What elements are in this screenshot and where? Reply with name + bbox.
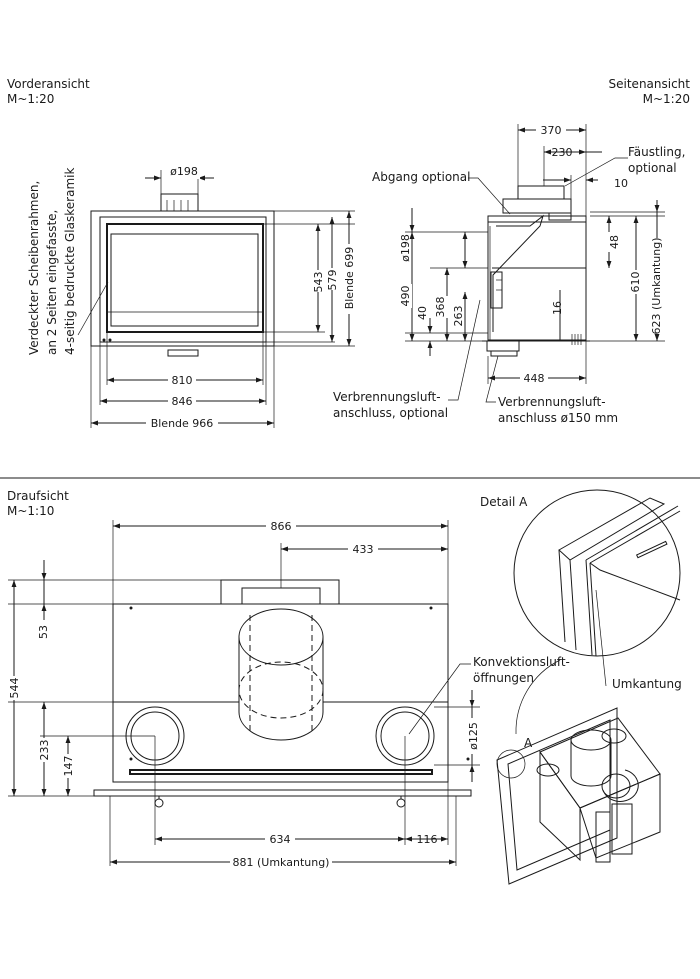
top-view-title: Draufsicht	[7, 489, 69, 503]
dim-top-125: ø125	[467, 722, 480, 750]
front-view-scale: M~1:20	[7, 92, 54, 106]
dim-top-233: 233	[38, 740, 51, 761]
dim-top-53: 53	[37, 625, 50, 639]
dim-front-810: 810	[172, 374, 193, 387]
detail-marker-a: A	[524, 736, 533, 750]
dim-top-881: 881 (Umkantung)	[233, 856, 330, 869]
dim-side-230: 230	[552, 146, 573, 159]
dim-top-634: 634	[270, 833, 291, 846]
dim-top-433: 433	[353, 543, 374, 556]
detail-a-title: Detail A	[480, 495, 528, 509]
faustling-label-1: Fäustling,	[628, 145, 685, 159]
dim-side-610: 610	[629, 272, 642, 293]
dim-front-543: 543	[312, 272, 325, 293]
air-connection-optional-2: anschluss, optional	[333, 406, 448, 420]
svg-text:Verdeckter Scheibenrahmen,: Verdeckter Scheibenrahmen,	[27, 181, 41, 355]
dim-side-263: 263	[452, 306, 465, 327]
side-view-scale: M~1:20	[643, 92, 690, 106]
side-view-title: Seitenansicht	[609, 77, 691, 91]
convection-label-2: öffnungen	[473, 671, 534, 685]
frame-note: Verdeckter Scheibenrahmen, an 2 Seiten e…	[27, 168, 77, 355]
dim-side-448: 448	[524, 372, 545, 385]
dim-front-blende-966: Blende 966	[151, 417, 214, 430]
air-connection-150-2: anschluss ø150 mm	[498, 411, 618, 425]
dim-side-40: 40	[416, 306, 429, 320]
air-connection-optional-1: Verbrennungsluft-	[333, 390, 441, 404]
dim-side-623: 623 (Umkantung)	[650, 238, 663, 335]
dim-top-147: 147	[62, 756, 75, 777]
dim-top-866: 866	[271, 520, 292, 533]
detail-a-view: Umkantung	[513, 489, 682, 691]
side-view: 370 230 10 ø198 490 40 368 263 16 48 610…	[333, 123, 685, 425]
faustling-label-2: optional	[628, 161, 677, 175]
dim-side-48: 48	[608, 235, 621, 249]
top-view-scale: M~1:10	[7, 504, 54, 518]
dim-side-198: ø198	[399, 234, 412, 262]
isometric-view: A	[496, 659, 661, 885]
dim-side-16: 16	[551, 301, 564, 315]
dim-side-370: 370	[541, 124, 562, 137]
dim-front-blende-699: Blende 699	[343, 247, 356, 310]
front-view: ø198 543 579 Blende 699 810 846 Blende 9…	[27, 165, 356, 430]
dim-front-198: ø198	[170, 165, 198, 178]
svg-text:4-seitig bedruckte Glaskeramik: 4-seitig bedruckte Glaskeramik	[63, 168, 77, 355]
dim-side-490: 490	[399, 286, 412, 307]
dim-front-846: 846	[172, 395, 193, 408]
convection-label-1: Konvektionsluft-	[473, 655, 570, 669]
air-connection-150-1: Verbrennungsluft-	[498, 395, 606, 409]
dim-side-10: 10	[614, 177, 628, 190]
umkantung-label: Umkantung	[612, 677, 682, 691]
dim-top-544: 544	[8, 678, 21, 699]
svg-text:an 2 Seiten eingefasste,: an 2 Seiten eingefasste,	[45, 210, 59, 355]
abgang-label: Abgang optional	[372, 170, 470, 184]
dim-side-368: 368	[434, 297, 447, 318]
dim-front-579: 579	[326, 270, 339, 291]
dim-top-116: 116	[417, 833, 438, 846]
front-view-title: Vorderansicht	[7, 77, 90, 91]
top-view: 866 433 53 544 233 147 ø125 634 116 881 …	[6, 519, 570, 869]
